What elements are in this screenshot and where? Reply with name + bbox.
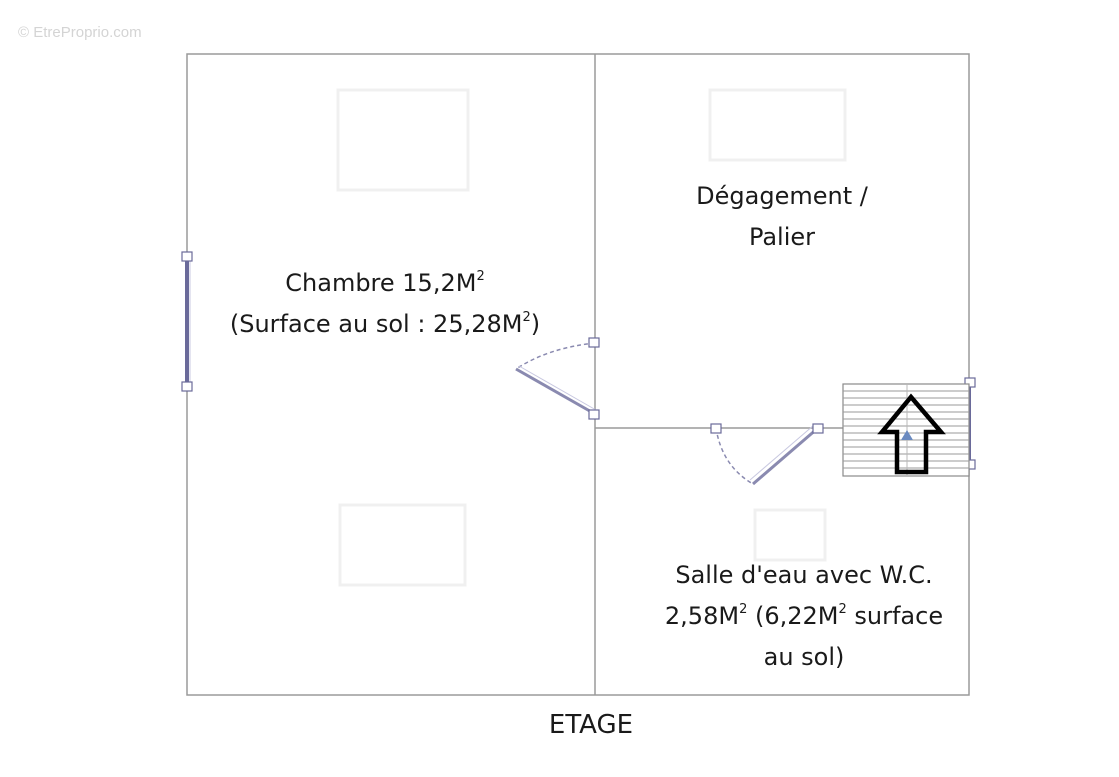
degagement-line-2: Palier — [748, 223, 816, 251]
window-left — [181, 251, 193, 392]
salle-eau-line-3: au sol) — [763, 643, 845, 671]
room-label-salle-eau: Salle d'eau avec W.C. 2,58M2 (6,22M2 sur… — [612, 555, 996, 678]
door-bathroom — [710, 423, 824, 486]
watermark: © EtreProprio.com — [18, 24, 142, 41]
salle-eau-line-2: 2,58M2 (6,22M2 surface — [664, 602, 944, 630]
staircase — [842, 383, 970, 477]
chambre-line-2: (Surface au sol : 25,28M2) — [229, 310, 541, 338]
salle-eau-line-1: Salle d'eau avec W.C. — [675, 561, 933, 589]
plan-title: ETAGE — [548, 710, 634, 740]
room-label-chambre: Chambre 15,2M2 (Surface au sol : 25,28M2… — [180, 263, 590, 345]
chambre-line-1: Chambre 15,2M2 — [285, 269, 485, 297]
door-bedroom — [515, 337, 600, 420]
up-arrow-icon — [877, 393, 946, 475]
furniture-ghosts — [336, 88, 847, 587]
degagement-line-1: Dégagement / — [696, 182, 868, 210]
room-label-degagement: Dégagement / Palier — [642, 176, 922, 258]
